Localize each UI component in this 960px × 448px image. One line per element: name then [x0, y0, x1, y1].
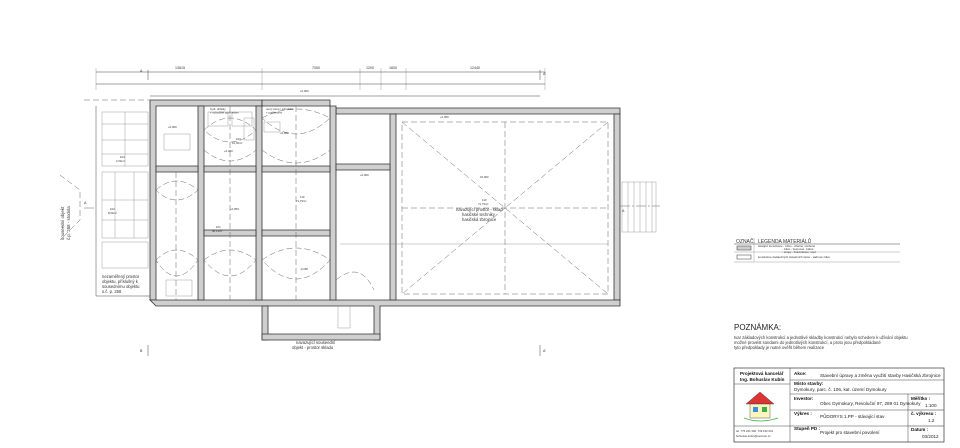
- svg-text:±0,000: ±0,000: [480, 175, 489, 179]
- dim-1: 13815: [175, 66, 185, 70]
- svg-text:1.2: 1.2: [928, 418, 935, 423]
- svg-text:+0,050: +0,050: [230, 207, 239, 211]
- svg-text:možné provést sondami do jedno: možné provést sondami do jednotlivých ko…: [734, 340, 881, 345]
- svg-text:+0,000: +0,000: [168, 125, 177, 129]
- room-labels: 101 48,13m² 102 8,64m² 103 16,06m² 104 2…: [102, 137, 503, 350]
- section-marker-a: A B A' A': [140, 69, 546, 356]
- elevation-marks: +0,000 +0,000 +0,050 +0,000 +0,000 +0,05…: [168, 89, 489, 271]
- svg-text:tvar základových konstrukcí a: tvar základových konstrukcí a jednotlivé…: [734, 335, 908, 340]
- room-104-label: 104: [120, 155, 125, 159]
- svg-text:Obec Dymokury, Revoluční 97, 2: Obec Dymokury, Revoluční 97, 289 01 Dymo…: [820, 401, 921, 406]
- neighbour-line2: č.p. 258 - stodola: [66, 206, 71, 240]
- room-110-small-area: 71,79m²: [296, 199, 306, 203]
- bottom-room-1: navazující souseední: [296, 340, 336, 345]
- neighbour-line1: souseední objekt: [60, 206, 65, 240]
- left-room-1: nezaměřený prostor: [102, 274, 140, 279]
- hall-name-1: navazující prostor - sklad: [456, 207, 503, 212]
- svg-text:Měřítko :: Měřítko :: [911, 396, 931, 401]
- svg-text:konstrukce dodatečných stavebn: konstrukce dodatečných stavebních úprav …: [758, 255, 830, 259]
- bottom-room-2: objekt - prostor skladu: [292, 345, 334, 350]
- room-103-area: 16,06m²: [232, 141, 242, 145]
- left-room-2: objektu, příslušný k: [102, 279, 139, 284]
- section-a-right-top: A': [543, 72, 546, 76]
- svg-text:- zdivo - betonové, zděné: - zdivo - betonové, zděné: [782, 247, 814, 251]
- svg-text:A: A: [84, 201, 87, 205]
- note-1: hydr. drželky: [210, 107, 226, 111]
- svg-text:-0,050: -0,050: [300, 267, 308, 271]
- room-104-area: 2,64m²: [116, 159, 125, 163]
- svg-text:Datum :: Datum :: [911, 427, 929, 432]
- left-room-4: s.č. p. 258: [102, 289, 122, 294]
- svg-text:Ing. Bohuslav Kubín: Ing. Bohuslav Kubín: [740, 377, 785, 382]
- note-4: + podhledem: [266, 111, 283, 115]
- svg-text:stávající konstrukce - zdivo -: stávající konstrukce - zdivo - cihelné, …: [758, 244, 815, 248]
- note-block: POZNÁMKA: tvar základových konstrukcí a …: [734, 323, 908, 350]
- exterior-walls: [149, 99, 621, 341]
- materials-legend: OZNAČ. LEGENDA MATERIÁLŮ stávající konst…: [734, 238, 900, 263]
- svg-text:03/2012: 03/2012: [922, 434, 939, 439]
- legend-col1: OZNAČ.: [736, 238, 755, 245]
- main-hall-dashed: [340, 121, 609, 295]
- svg-text:+0,000: +0,000: [224, 149, 233, 153]
- svg-text:+0,000: +0,000: [300, 89, 309, 93]
- ceiling-arcs: [155, 106, 375, 300]
- room-101-area: 48,13m²: [212, 229, 222, 233]
- neighbour-side-label: souseední objekt č.p. 258 - stodola: [60, 206, 71, 240]
- svg-text:Výkres :: Výkres :: [794, 411, 812, 416]
- svg-text:PŮDORYS 1.PP - stávající stav: PŮDORYS 1.PP - stávající stav: [820, 413, 885, 419]
- entrance-steps: [621, 181, 657, 233]
- svg-text:A: A: [622, 209, 625, 213]
- room-110-small: 110: [300, 195, 305, 199]
- section-a-right-bottom: A': [543, 349, 546, 353]
- section-a-top: A: [140, 69, 143, 73]
- section-b-bottom: B: [140, 349, 143, 353]
- dim-2: 7050: [312, 66, 320, 70]
- note-title: POZNÁMKA:: [734, 323, 781, 332]
- room-101-label: 101: [216, 225, 221, 229]
- room-102-area: 8,64m²: [108, 211, 117, 215]
- note-2: + schodiště podhledem: [210, 111, 240, 115]
- hall-number: 110: [482, 198, 487, 202]
- svg-text:Stupeň PD :: Stupeň PD :: [794, 426, 821, 431]
- svg-text:Stavební úpravy a změna využit: Stavební úpravy a změna využití stavby H…: [820, 373, 941, 378]
- svg-text:tyto předpoklady je nutné ověř: tyto předpoklady je nutné ověřit během r…: [734, 345, 825, 350]
- note-3: nový vstup / schodiště: [266, 107, 294, 111]
- svg-text:bohuslav.kubin@seznam.cz: bohuslav.kubin@seznam.cz: [736, 434, 771, 438]
- title-block: Projektová kancelář Ing. Bohuslav Kubín …: [733, 367, 945, 443]
- hall-name-2: hasičské techniky -: [462, 212, 498, 217]
- stair-blocks: [163, 111, 351, 329]
- svg-text:Akce:: Akce:: [794, 371, 807, 376]
- office-logo: [743, 391, 779, 422]
- room-103-label: 103: [236, 137, 241, 141]
- room-102-label: 102: [110, 207, 115, 211]
- svg-text:+0,050: +0,050: [280, 131, 289, 135]
- svg-text:Investor:: Investor:: [794, 396, 814, 401]
- svg-text:tel. 775 241 366, 739 152 631: tel. 775 241 366, 739 152 631: [736, 429, 774, 433]
- section-line-left: A A: [84, 201, 660, 213]
- svg-text:1:100: 1:100: [925, 403, 937, 408]
- top-annotations: hydr. drželky + schodiště podhledem nový…: [210, 107, 294, 115]
- svg-text:+0,000: +0,000: [360, 173, 369, 177]
- legend-swatch-existing: [736, 245, 752, 251]
- svg-text:+0,000: +0,000: [440, 115, 449, 119]
- legend-swatch-new: [736, 254, 752, 260]
- svg-text:Projekt pro stavební povolení: Projekt pro stavební povolení: [820, 430, 880, 435]
- svg-text:- stropy - železobeton, ocel: - stropy - železobeton, ocel: [782, 250, 816, 254]
- hall-area: 71,79m²: [478, 202, 488, 206]
- top-dimension-chain: 13815 7050 1200 1600 12440: [95, 66, 546, 97]
- dim-5: 12440: [470, 66, 480, 70]
- left-room-3: sousednímu objektu: [102, 284, 140, 289]
- hall-name-3: hasičská zbrojnice: [462, 217, 497, 222]
- svg-text:Projektová kancelář: Projektová kancelář: [740, 371, 784, 376]
- legend-col2: LEGENDA MATERIÁLŮ: [758, 238, 812, 245]
- dim-3: 1200: [366, 66, 374, 70]
- dim-4: 1600: [389, 66, 397, 70]
- svg-text:Dymokury, parc. č. 106, kat. ú: Dymokury, parc. č. 106, kat. území Dymok…: [794, 387, 887, 392]
- svg-text:č. výkresu :: č. výkresu :: [911, 411, 937, 416]
- neighbour-building: [59, 99, 150, 297]
- svg-text:Místo stavby:: Místo stavby:: [794, 381, 824, 386]
